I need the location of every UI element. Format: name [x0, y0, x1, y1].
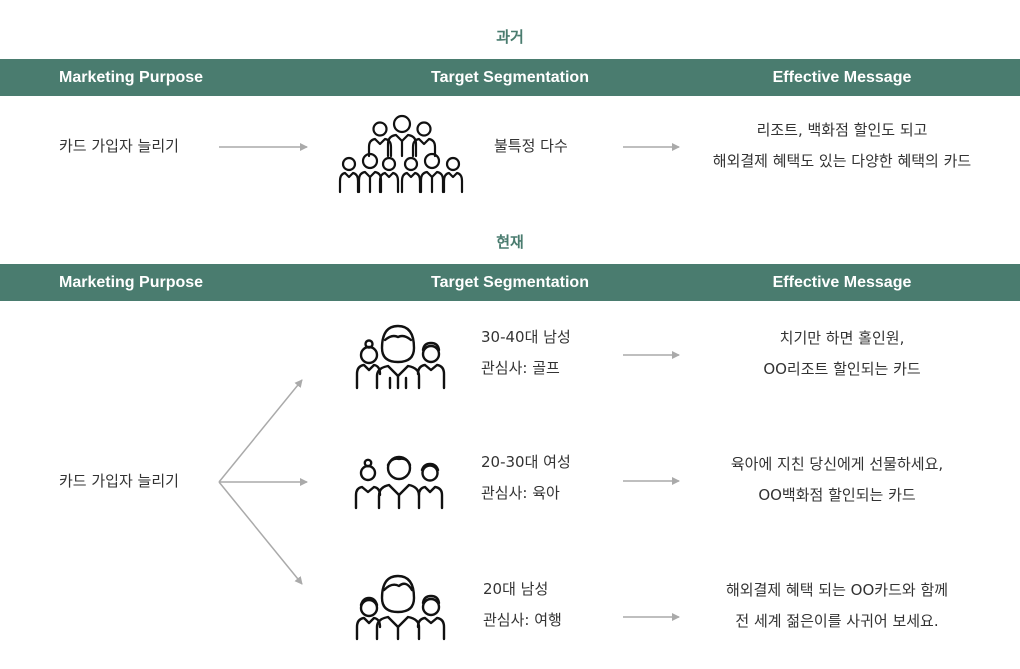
segment-3-demographic: 20대 남성: [483, 580, 549, 598]
header-target-segmentation: Target Segmentation: [431, 69, 589, 86]
segment-2-message-line-2: OO백화점 할인되는 카드: [758, 486, 916, 504]
present-header-bar: Marketing Purpose Target Segmentation Ef…: [0, 264, 1020, 301]
segment-2-message: 육아에 지친 당신에게 선물하세요, OO백화점 할인되는 카드: [667, 449, 1007, 511]
segment-1-message: 치기만 하면 홀인원, OO리조트 할인되는 카드: [672, 323, 1012, 385]
header-target-segmentation: Target Segmentation: [431, 274, 589, 291]
past-purpose: 카드 가입자 늘리기: [59, 137, 179, 155]
crowd-icon: [338, 114, 464, 194]
group-icon: [355, 574, 446, 641]
segment-2-demographic: 20-30대 여성: [481, 453, 571, 471]
segment-2-text: 20-30대 여성 관심사: 육아: [481, 447, 571, 509]
present-purpose: 카드 가입자 늘리기: [59, 472, 179, 490]
group-icon: [355, 324, 446, 390]
header-effective-message: Effective Message: [772, 69, 912, 86]
past-segment: 불특정 다수: [494, 137, 568, 155]
segment-1-demographic: 30-40대 남성: [481, 328, 571, 346]
segment-1-message-line-2: OO리조트 할인되는 카드: [763, 360, 921, 378]
segment-3-text: 20대 남성 관심사: 여행: [483, 574, 562, 636]
group-icon: [354, 455, 444, 510]
branch-arrow-bottom: [218, 481, 303, 585]
past-header-bar: Marketing Purpose Target Segmentation Ef…: [0, 59, 1020, 96]
past-message-line-2: 해외결제 혜택도 있는 다양한 혜택의 카드: [712, 152, 972, 170]
segment-2-interest: 관심사: 육아: [481, 484, 560, 502]
present-section-title: 현재: [496, 233, 524, 251]
segment-1-interest: 관심사: 골프: [481, 359, 560, 377]
segment-3-message: 해외결제 혜택 되는 OO카드와 함께 전 세계 젊은이를 사귀어 보세요.: [667, 575, 1007, 637]
segment-3-message-line-2: 전 세계 젊은이를 사귀어 보세요.: [735, 612, 939, 630]
segment-3-interest: 관심사: 여행: [483, 611, 562, 629]
past-message-line-1: 리조트, 백화점 할인도 되고: [756, 121, 928, 139]
branch-arrow-top: [218, 379, 303, 483]
segment-1-message-line-1: 치기만 하면 홀인원,: [779, 329, 905, 347]
past-message: 리조트, 백화점 할인도 되고 해외결제 혜택도 있는 다양한 혜택의 카드: [672, 115, 1012, 177]
segment-3-message-line-1: 해외결제 혜택 되는 OO카드와 함께: [725, 581, 949, 599]
past-section-title: 과거: [496, 28, 524, 46]
header-marketing-purpose: Marketing Purpose: [59, 274, 204, 291]
segment-1-text: 30-40대 남성 관심사: 골프: [481, 322, 571, 384]
segment-2-message-line-1: 육아에 지친 당신에게 선물하세요,: [730, 455, 944, 473]
header-effective-message: Effective Message: [772, 274, 912, 291]
header-marketing-purpose: Marketing Purpose: [59, 69, 204, 86]
